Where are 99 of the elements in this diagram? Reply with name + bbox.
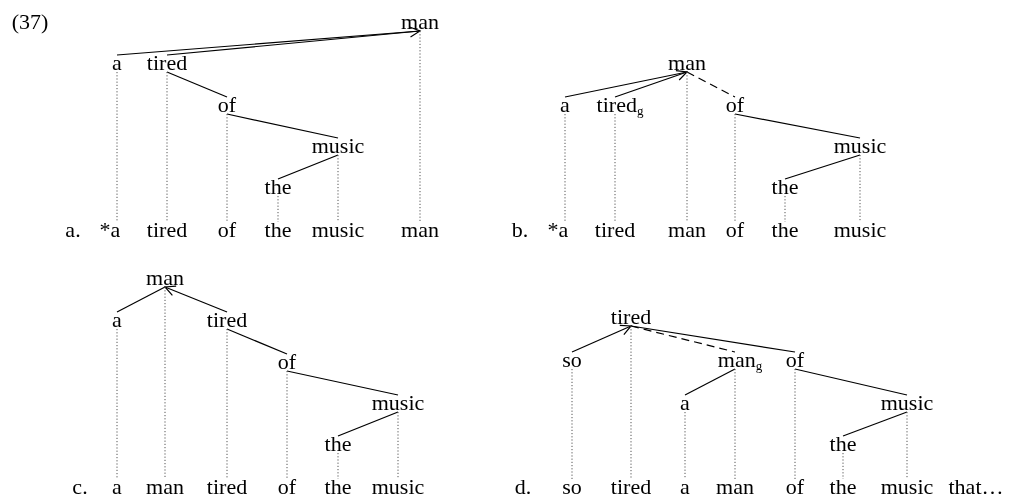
- tree-word: of: [725, 94, 745, 116]
- sentence-word: the: [829, 476, 857, 498]
- tree-word: man: [401, 11, 439, 33]
- sentence-word: man: [146, 476, 184, 498]
- projection-line: [734, 368, 736, 480]
- item-label: c.: [72, 476, 88, 498]
- sentence-word: *a: [547, 219, 569, 241]
- tree-word: of: [785, 349, 805, 371]
- projection-line: [906, 411, 908, 480]
- tree-word: the: [829, 433, 857, 455]
- tree-word: music: [371, 392, 425, 414]
- sentence-word: the: [264, 219, 292, 241]
- sentence-word: man: [401, 219, 439, 241]
- projection-line: [116, 71, 118, 223]
- tree-word: the: [324, 433, 352, 455]
- sentence-word: of: [217, 219, 237, 241]
- projection-line: [397, 411, 399, 480]
- sentence-word: the: [324, 476, 352, 498]
- tree-word: man$_{g}$: [717, 349, 763, 371]
- tree-word: a: [112, 309, 122, 331]
- arrow: [164, 285, 228, 313]
- sentence-word: of: [785, 476, 805, 498]
- item-label: d.: [514, 476, 532, 498]
- projection-line: [277, 195, 279, 223]
- projection-line: [859, 154, 861, 223]
- tree-word: tired: [610, 306, 652, 328]
- projection-line: [166, 71, 168, 223]
- arrow: [571, 324, 632, 353]
- arrow: [166, 26, 421, 56]
- sentence-word: tired: [610, 476, 652, 498]
- sentence-word: tired: [594, 219, 636, 241]
- tree-word: of: [217, 94, 237, 116]
- tree-word: so: [562, 349, 582, 371]
- sentence-word: music: [833, 219, 887, 241]
- dependency-line: [842, 411, 908, 437]
- projection-line: [734, 113, 736, 223]
- tree-word: the: [264, 176, 292, 198]
- projection-line: [684, 411, 686, 480]
- tree-word: tired: [146, 52, 188, 74]
- sentence-word: tired: [206, 476, 248, 498]
- projection-line: [226, 113, 228, 223]
- dependency-line: [684, 368, 736, 396]
- projection-line: [226, 328, 228, 480]
- projection-line: [116, 328, 118, 480]
- dependency-line: [686, 71, 736, 98]
- dependency-line: [226, 328, 288, 355]
- sentence-word: man: [716, 476, 754, 498]
- sentence-word: a: [112, 476, 122, 498]
- dependency-line: [226, 113, 339, 139]
- tree-word: a: [112, 52, 122, 74]
- dependency-line: [277, 154, 339, 180]
- projection-line: [337, 154, 339, 223]
- projection-line: [571, 368, 573, 480]
- projection-line: [630, 325, 632, 480]
- sentence-word: music: [311, 219, 365, 241]
- arrow: [614, 69, 688, 98]
- tree-word: tired: [206, 309, 248, 331]
- projection-line: [164, 286, 166, 480]
- tree-word: a: [560, 94, 570, 116]
- sentence-word: tired: [146, 219, 188, 241]
- dependency-line: [794, 368, 908, 396]
- dependency-line: [337, 411, 399, 437]
- dependency-line: [734, 113, 861, 139]
- projection-line: [842, 452, 844, 480]
- dependency-line: [784, 154, 861, 180]
- sentence-word: music: [371, 476, 425, 498]
- projection-line: [337, 452, 339, 480]
- tree-word: man: [668, 52, 706, 74]
- tree-word: tired$_{g}$: [596, 94, 644, 116]
- projection-line: [419, 30, 421, 223]
- tree-word: of: [277, 351, 297, 373]
- dependency-line: [116, 286, 166, 313]
- sentence-word: of: [725, 219, 745, 241]
- item-label: a.: [65, 219, 81, 241]
- tree-word: man: [146, 267, 184, 289]
- tree-word: the: [771, 176, 799, 198]
- tree-word: music: [311, 135, 365, 157]
- sentence-word: the: [771, 219, 799, 241]
- sentence-word: music: [880, 476, 934, 498]
- sentence-word: that…: [948, 476, 1004, 498]
- sentence-word: so: [562, 476, 582, 498]
- projection-line: [286, 370, 288, 480]
- tree-word: music: [833, 135, 887, 157]
- sentence-word: man: [668, 219, 706, 241]
- tree-word: a: [680, 392, 690, 414]
- example-number: (37): [11, 11, 49, 33]
- projection-line: [784, 195, 786, 223]
- sentence-word: of: [277, 476, 297, 498]
- dependency-line: [630, 325, 796, 353]
- item-label: b.: [511, 219, 529, 241]
- projection-line: [564, 113, 566, 223]
- projection-line: [614, 113, 616, 223]
- tree-word: music: [880, 392, 934, 414]
- projection-line: [686, 71, 688, 223]
- dependency-line: [166, 71, 228, 98]
- sentence-word: *a: [99, 219, 121, 241]
- sentence-word: a: [680, 476, 690, 498]
- dependency-line: [286, 370, 399, 396]
- projection-line: [794, 368, 796, 480]
